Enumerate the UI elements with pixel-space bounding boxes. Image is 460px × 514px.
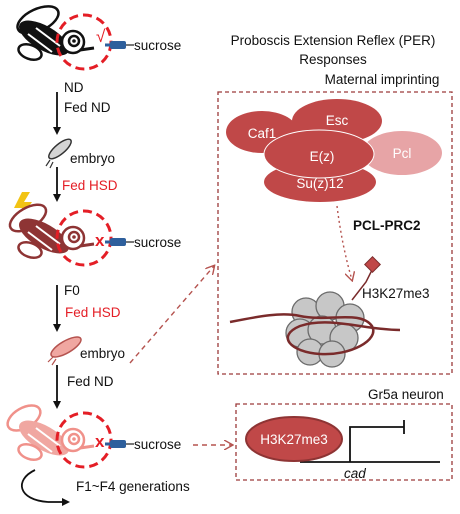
embryo-icon-2 [47,336,82,366]
esc-label: Esc [326,113,349,128]
fed-nd-label-2: Fed ND [67,374,114,389]
imprinting-box [217,91,453,375]
promoter-icon [349,426,404,462]
pcl-prc2-complex [226,99,442,202]
caf1-label: Caf1 [248,126,277,141]
pcl-prc2-label: PCL-PRC2 [353,218,421,233]
embryo-label-2: embryo [80,346,125,361]
embryo-label-1: embryo [70,151,115,166]
fly-icon-f1 [6,404,95,462]
cross-icon: x [95,231,105,250]
generations-label: F1~F4 generations [76,479,190,494]
maternal-imprinting-label: Maternal imprinting [325,72,440,87]
per-response-circle-f0 [55,209,113,267]
generations-arrow [21,469,49,503]
neuron-box [235,403,453,481]
cross-icon-f1: x [95,432,105,451]
check-icon: √ [96,27,106,46]
embryo-icon [45,138,72,169]
connector-to-imprinting [129,266,214,364]
pcl-label: Pcl [393,146,412,161]
ez-label: E(z) [310,149,335,164]
f0-label: F0 [64,283,80,298]
h3k27me3-label: H3K27me3 [362,286,430,301]
fly-icon-f0 [8,203,95,260]
per-subtitle: Responses [299,52,367,67]
methyl-mark-icon [364,256,381,273]
histone-tail [351,269,373,301]
fed-nd-label-1: Fed ND [64,100,111,115]
fly-icon [16,5,95,62]
suz12-label: Su(z)12 [296,176,343,191]
nd-label: ND [64,80,84,95]
per-title: Proboscis Extension Reflex (PER) [231,33,436,48]
methylation-arrow [336,205,352,280]
fed-hsd-label-1: Fed HSD [62,178,118,193]
cad-gene-label: cad [344,466,366,481]
h3k27me3-neuron-label: H3K27me3 [260,432,328,447]
per-response-circle-f1 [55,411,113,469]
fed-hsd-label-2: Fed HSD [65,305,121,320]
h3k27me3-repressor [245,416,343,462]
gr5a-neuron-title: Gr5a neuron [368,387,444,402]
sucrose-label-2: sucrose [134,235,181,250]
sucrose-label-1: sucrose [134,38,181,53]
sucrose-label-3: sucrose [134,437,181,452]
nucleosome-icon [229,291,401,368]
